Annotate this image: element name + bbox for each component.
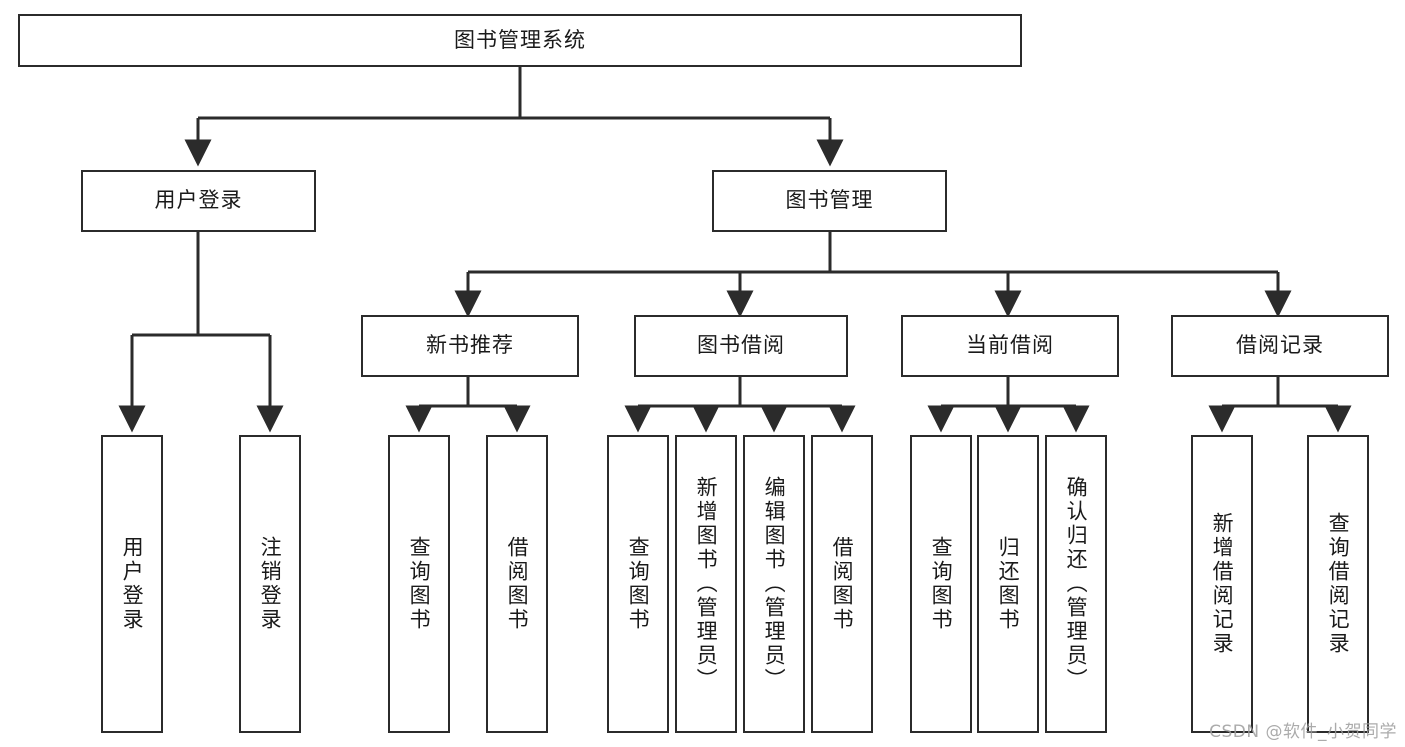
node-label: 图书管理系统 [454, 27, 586, 52]
node-book-borrow[interactable]: 图书借阅 [634, 315, 848, 377]
node-label: 图书管理 [785, 188, 874, 213]
node-label: 查询图书 [626, 536, 651, 632]
leaf-edit-book-admin[interactable]: 编辑图书（管理员） [743, 435, 805, 733]
node-label: 借阅图书 [505, 536, 530, 632]
node-borrow-record[interactable]: 借阅记录 [1171, 315, 1389, 377]
node-label: 当前借阅 [966, 333, 1054, 358]
leaf-query-book-borrow[interactable]: 查询图书 [607, 435, 669, 733]
csdn-watermark: CSDN @软件_小贺同学 [1209, 722, 1397, 742]
node-label: 借阅记录 [1236, 333, 1324, 358]
leaf-query-book-current[interactable]: 查询图书 [910, 435, 972, 733]
leaf-borrow-book-newbook[interactable]: 借阅图书 [486, 435, 548, 733]
node-label: 新书推荐 [426, 333, 514, 358]
node-label: 编辑图书（管理员） [762, 476, 787, 692]
leaf-add-book-admin[interactable]: 新增图书（管理员） [675, 435, 737, 733]
leaf-query-book-newbook[interactable]: 查询图书 [388, 435, 450, 733]
node-label: 用户登录 [120, 536, 145, 632]
node-root-book-management-system[interactable]: 图书管理系统 [18, 14, 1022, 67]
node-user-login[interactable]: 用户登录 [81, 170, 316, 232]
leaf-confirm-return-admin[interactable]: 确认归还（管理员） [1045, 435, 1107, 733]
node-label: 新增借阅记录 [1210, 512, 1235, 656]
node-label: 查询借阅记录 [1326, 512, 1351, 656]
node-label: 新增图书（管理员） [694, 476, 719, 692]
node-label: 图书借阅 [697, 333, 785, 358]
leaf-add-borrow-record[interactable]: 新增借阅记录 [1191, 435, 1253, 733]
node-label: 归还图书 [996, 536, 1021, 632]
node-label: 查询图书 [929, 536, 954, 632]
node-label: 用户登录 [154, 188, 243, 213]
node-new-book-recommend[interactable]: 新书推荐 [361, 315, 579, 377]
leaf-return-book[interactable]: 归还图书 [977, 435, 1039, 733]
leaf-query-borrow-record[interactable]: 查询借阅记录 [1307, 435, 1369, 733]
node-book-management[interactable]: 图书管理 [712, 170, 947, 232]
leaf-user-login[interactable]: 用户登录 [101, 435, 163, 733]
node-label: 确认归还（管理员） [1064, 476, 1089, 692]
leaf-logout-login[interactable]: 注销登录 [239, 435, 301, 733]
node-label: 查询图书 [407, 536, 432, 632]
leaf-borrow-book-borrow[interactable]: 借阅图书 [811, 435, 873, 733]
node-label: 借阅图书 [830, 536, 855, 632]
node-label: 注销登录 [258, 536, 283, 632]
node-current-borrow[interactable]: 当前借阅 [901, 315, 1119, 377]
